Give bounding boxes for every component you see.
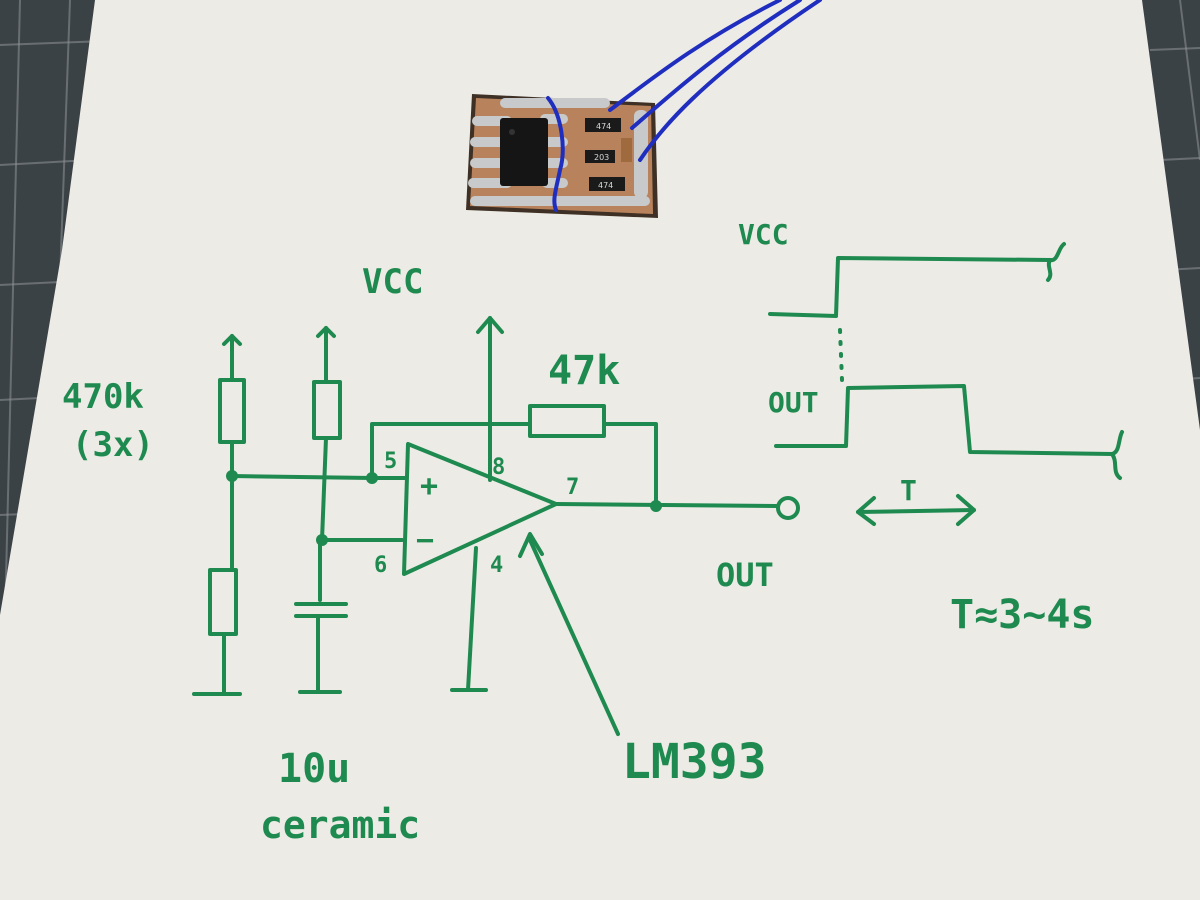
resistor-count-label: (3x) [72, 425, 154, 465]
out-trace [774, 384, 1114, 456]
pin-4-label: 4 [490, 553, 503, 578]
resistor-divider [192, 334, 374, 696]
timing-out-label: OUT [768, 386, 819, 419]
plus-sign: + [420, 469, 438, 504]
schematic: VCC [62, 262, 800, 847]
capacitor-type-label: ceramic [260, 803, 420, 847]
feedback-resistor [528, 404, 658, 508]
period-equation: T≈3~4s [950, 592, 1095, 638]
output-label: OUT [716, 556, 774, 594]
smd-marking: 474 [596, 122, 611, 131]
pin-8-label: 8 [492, 455, 505, 480]
blue-wires [546, 0, 822, 212]
pin-6-label: 6 [374, 553, 387, 578]
minus-sign: − [416, 523, 434, 558]
capacitor-branch [294, 326, 404, 694]
period-label: T [900, 474, 917, 507]
output-line [554, 496, 800, 520]
capacitor-value-label: 10u [278, 746, 350, 792]
ic-name-label: LM393 [622, 734, 767, 790]
vcc-label: VCC [362, 262, 423, 302]
smd-marking: 474 [598, 181, 613, 190]
vcc-arrow [476, 316, 504, 482]
vcc-trace [768, 256, 1052, 318]
smd-marking: 203 [594, 153, 609, 162]
period-arrow [856, 494, 976, 526]
pin-5-label: 5 [384, 449, 397, 474]
alignment-dots [838, 328, 844, 382]
resistor-470k-label: 470k [62, 377, 144, 417]
ic-chip [500, 118, 548, 186]
timing-diagram: VCC OUT T T≈3~4s [738, 218, 1124, 638]
resistor-47k-label: 47k [548, 348, 620, 394]
comparator-symbol: + − [366, 422, 620, 736]
pin-7-label: 7 [566, 475, 579, 500]
timing-vcc-label: VCC [738, 218, 789, 251]
